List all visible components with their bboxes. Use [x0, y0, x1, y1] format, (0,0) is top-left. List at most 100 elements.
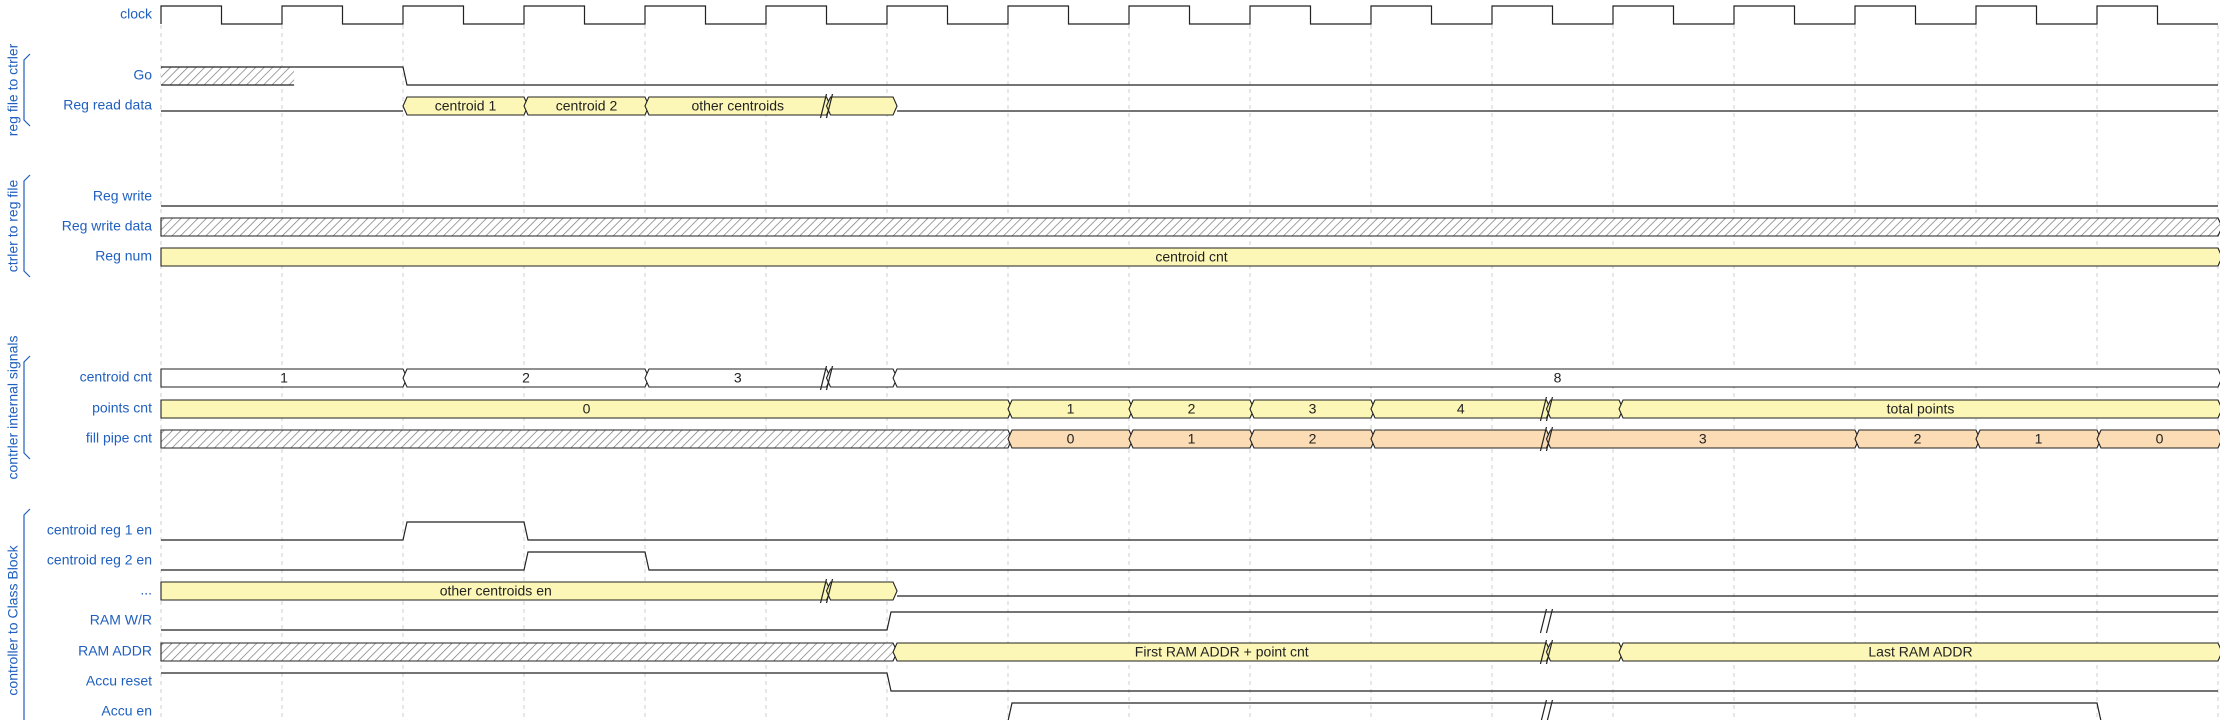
group-label: ctrler to reg file: [5, 179, 21, 272]
signal-label-reg-read-data: Reg read data: [63, 97, 152, 113]
break-mark: [819, 93, 828, 119]
bus-segment: [892, 368, 2220, 388]
signal-label-centroid-reg-1-en: centroid reg 1 en: [47, 522, 152, 538]
bus-value: 3: [1699, 431, 1707, 447]
bus-value: total points: [1887, 401, 1955, 417]
bus-value: Last RAM ADDR: [1868, 644, 1972, 660]
wire-waveform: [161, 672, 2218, 692]
signal-label-clock: clock: [120, 6, 153, 22]
bus-value: 8: [1554, 370, 1562, 386]
bus-segment: [1370, 429, 1552, 449]
signal-groups: reg file to ctrler ctrler to reg file cont…: [5, 43, 31, 720]
break-mark: [825, 578, 834, 604]
bus-value: other centroids en: [440, 583, 552, 599]
bus-value: centroid cnt: [1155, 249, 1227, 265]
bus-value: 1: [2035, 431, 2043, 447]
signal-label-centroid-cnt: centroid cnt: [80, 369, 152, 385]
bus-segment: [160, 429, 1013, 449]
bus-segment: [1618, 642, 2220, 662]
bus-value: 4: [1457, 401, 1465, 417]
break-mark: [1545, 396, 1554, 422]
bus-value: 2: [1188, 401, 1196, 417]
group-bracket: [23, 508, 31, 720]
bus-value: 1: [1067, 401, 1075, 417]
break-mark: [1539, 426, 1548, 452]
bus-value: centroid 1: [435, 98, 497, 114]
undefined-region: [161, 67, 295, 85]
signal-centroid-reg-2-en: [161, 551, 2218, 571]
bus-value: 0: [1067, 431, 1075, 447]
break-mark: [1546, 699, 1554, 720]
break-mark: [1539, 396, 1548, 422]
signal-other-centroids-en: other centroids en: [160, 581, 2218, 601]
wire-waveform: [294, 66, 2218, 86]
signal-label-reg-num: Reg num: [95, 248, 152, 264]
signal-accu-en: [1007, 702, 2102, 720]
bus-segment: [825, 96, 898, 116]
break-mark: [825, 365, 834, 391]
bus-segment: [825, 581, 898, 601]
bus-value: 2: [1309, 431, 1317, 447]
bus-value: other centroids: [691, 98, 784, 114]
bus-value: 0: [583, 401, 591, 417]
bus-value: 2: [522, 370, 530, 386]
wire-waveform: [161, 611, 2218, 631]
signal-ram-addr: First RAM ADDR + point cnt Last RAM ADDR: [160, 642, 2220, 662]
signal-label-points-cnt: points cnt: [92, 400, 152, 416]
break-mark: [1545, 608, 1554, 634]
signal-label-centroid-reg-2-en: centroid reg 2 en: [47, 552, 152, 568]
break-mark: [825, 93, 834, 119]
signal-reg-read-data: centroid 1 centroid 2 other centroids: [161, 96, 2218, 116]
wire-waveform: [161, 521, 2218, 541]
group-label: contrler internal signals: [5, 336, 21, 480]
bus-segment: [160, 642, 898, 662]
signal-centroid-reg-1-en: [161, 521, 2218, 541]
bus-segment: [2096, 429, 2220, 449]
group-bracket: [23, 174, 31, 278]
bus-segment: [1545, 642, 1624, 662]
break-mark: [1539, 639, 1548, 665]
signal-label-reg-write: Reg write: [93, 188, 152, 204]
bus-value: 1: [280, 370, 288, 386]
signal-ram-wr: [161, 611, 2218, 631]
signal-go: [161, 66, 2218, 86]
clock-waveform: [160, 5, 2218, 25]
bus-segment: [1545, 399, 1624, 419]
bus-segment: [1618, 399, 2220, 419]
signal-reg-num: centroid cnt: [160, 247, 2220, 267]
signal-label-other-centroids-en: ...: [140, 582, 152, 598]
wire-waveform: [1007, 702, 2102, 720]
signal-label-go: Go: [133, 67, 152, 83]
bus-value: 2: [1914, 431, 1922, 447]
signal-accu-reset: [161, 672, 2218, 692]
group-label: reg file to ctrler: [5, 43, 21, 136]
bus-segment: [160, 247, 2220, 267]
wire-waveform: [161, 551, 2218, 571]
bus-segment: [160, 217, 2220, 237]
bus-value: First RAM ADDR + point cnt: [1135, 644, 1309, 660]
break-mark: [819, 365, 828, 391]
bus-value: 3: [1309, 401, 1317, 417]
signal-label-fill-pipe-cnt: fill pipe cnt: [86, 430, 152, 446]
signal-label-accu-en: Accu en: [101, 703, 152, 719]
signal-label-ram-wr: RAM W/R: [90, 612, 152, 628]
break-mark: [819, 578, 828, 604]
bus-value: 1: [1188, 431, 1196, 447]
signal-label-accu-reset: Accu reset: [86, 673, 152, 689]
group-bracket: [23, 53, 31, 127]
break-mark: [1539, 608, 1548, 634]
signal-points-cnt: 0 1 2 3 4 total points: [160, 399, 2220, 419]
signal-reg-write-data: [160, 217, 2220, 237]
bus-segment: [825, 368, 898, 388]
group-bracket: [23, 355, 31, 460]
break-mark: [1545, 639, 1554, 665]
bus-value: 0: [2156, 431, 2164, 447]
signal-label-reg-write-data: Reg write data: [62, 218, 152, 234]
break-mark: [1540, 699, 1548, 720]
signal-fill-pipe-cnt: 0 1 2 3 2 1 0: [160, 429, 2220, 449]
bus-value: centroid 2: [556, 98, 618, 114]
